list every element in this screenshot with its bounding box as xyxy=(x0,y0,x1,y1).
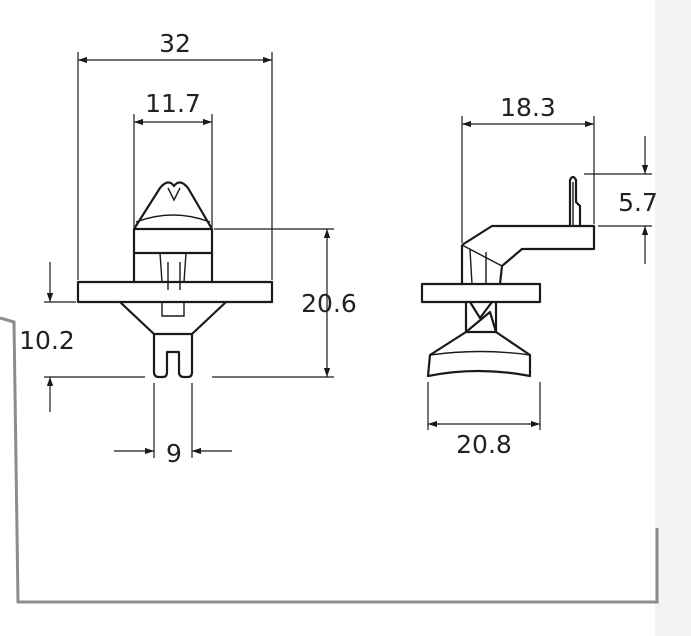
front-dimension-lines xyxy=(46,56,331,455)
dim-tab-height: 5.7 xyxy=(618,188,658,217)
dim-height-lower: 10.2 xyxy=(19,326,75,355)
front-flange xyxy=(76,280,274,304)
side-flange xyxy=(420,282,542,304)
front-stem xyxy=(152,334,194,379)
front-tip-slot xyxy=(167,187,181,202)
dim-arm-length: 18.3 xyxy=(500,93,556,122)
dim-overall-width: 32 xyxy=(159,29,191,58)
frame-border xyxy=(0,316,659,604)
side-extension-lines xyxy=(427,116,652,430)
dim-base-width: 20.8 xyxy=(456,430,512,459)
front-head-block xyxy=(132,227,214,255)
front-neck xyxy=(132,253,214,282)
side-cap xyxy=(426,331,532,378)
front-cone-slot xyxy=(161,302,185,317)
side-body-lines xyxy=(461,244,503,285)
side-view xyxy=(420,175,596,378)
side-lower-lines xyxy=(466,301,496,334)
side-dimension-lines xyxy=(428,120,649,428)
side-lower-body xyxy=(464,302,498,334)
front-extension-lines xyxy=(44,52,334,458)
front-cone xyxy=(119,301,227,336)
front-arrow-tip xyxy=(133,181,213,230)
front-view xyxy=(76,181,274,379)
side-hook-tab xyxy=(568,175,582,226)
side-cap-curve xyxy=(429,350,531,356)
front-internal-lines xyxy=(159,252,187,290)
dim-stem-width: 9 xyxy=(166,439,182,468)
dim-height-upper: 20.6 xyxy=(301,289,357,318)
front-tip-curve xyxy=(135,214,211,223)
dim-head-width: 11.7 xyxy=(145,89,201,118)
